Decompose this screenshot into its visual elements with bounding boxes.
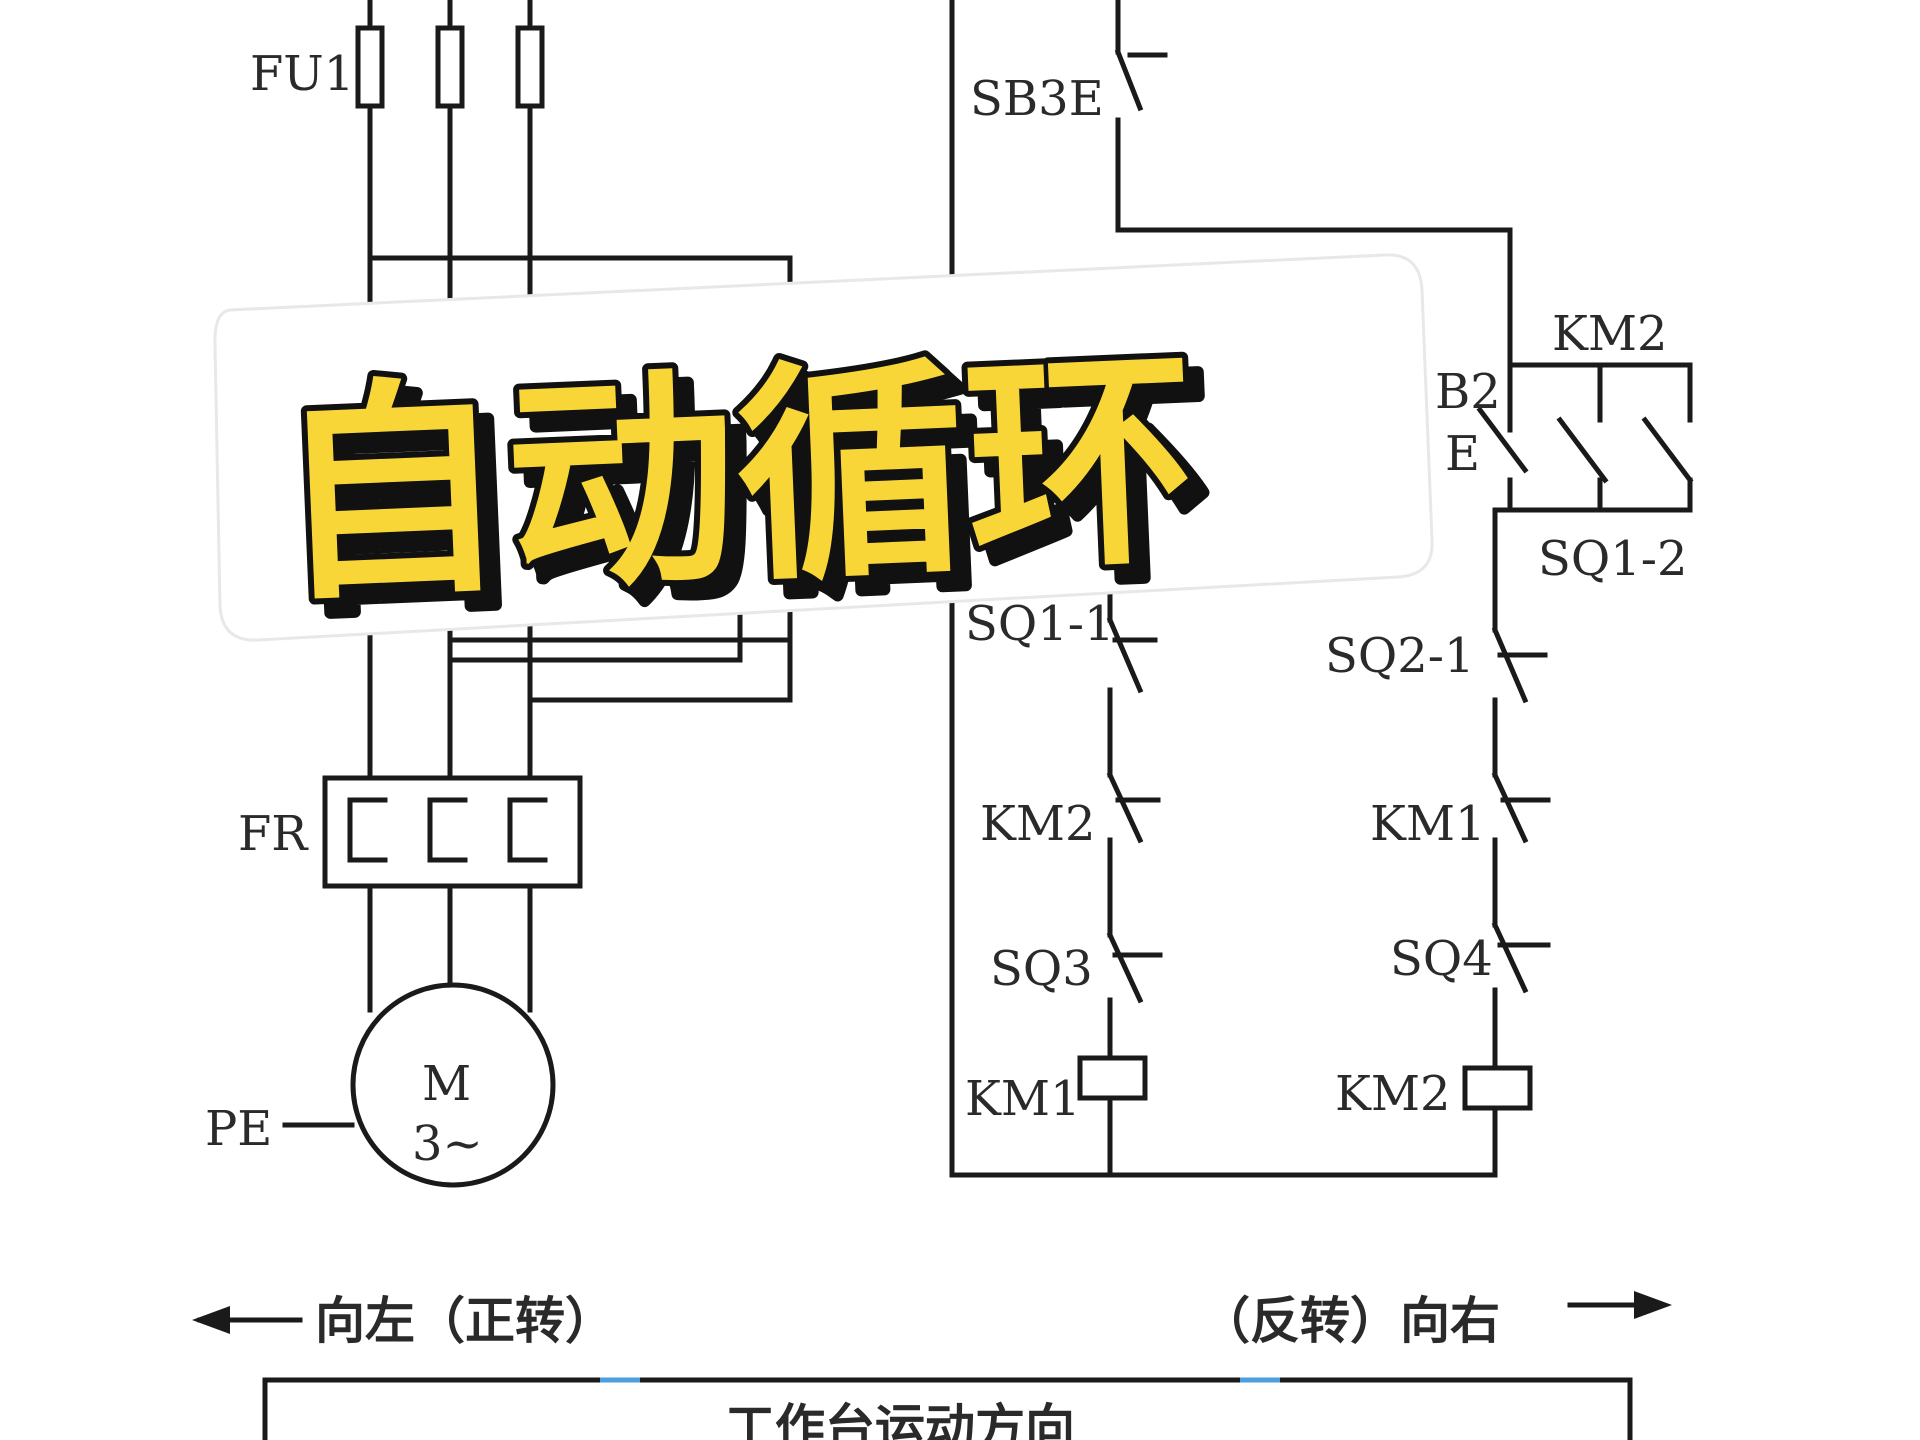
direction-left-label: 向左（正转） xyxy=(315,1292,615,1350)
label-km1-right: KM1 xyxy=(1370,796,1486,852)
label-motor-m: M xyxy=(422,1056,471,1112)
label-km2-left: KM2 xyxy=(980,796,1096,852)
motor xyxy=(350,982,556,1188)
label-sq1-2: SQ1-2 xyxy=(1538,531,1688,587)
label-motor-phase: 3~ xyxy=(412,1116,483,1172)
label-sq3: SQ3 xyxy=(990,941,1093,997)
label-km2-top: KM2 xyxy=(1552,306,1668,362)
component-labels: FU1 SB3E KM2 B2 E SQ1-2 SQ1-1 SQ2-1 KM2 … xyxy=(205,46,1688,1172)
thermal-relay-fr xyxy=(322,775,583,889)
coil-km2 xyxy=(1462,1065,1533,1111)
work-table: 工作台运动方向 xyxy=(262,1377,1633,1440)
main-circuit xyxy=(282,0,793,1188)
label-fr: FR xyxy=(238,806,309,862)
label-km1-coil: KM1 xyxy=(965,1071,1081,1127)
label-b2: B2 xyxy=(1435,364,1501,420)
label-sq2-1: SQ2-1 xyxy=(1325,628,1475,684)
label-sq1-1: SQ1-1 xyxy=(965,596,1115,652)
arrow-left-icon xyxy=(192,1306,230,1334)
title-text: 自动循环 xyxy=(271,327,1201,632)
label-fu1: FU1 xyxy=(250,46,354,102)
fuse-1 xyxy=(355,25,385,109)
label-e: E xyxy=(1445,426,1480,482)
coil-km1 xyxy=(1077,1055,1148,1101)
direction-right-label: （反转）向右 xyxy=(1200,1292,1500,1350)
label-sq4: SQ4 xyxy=(1390,931,1493,987)
fuse-3 xyxy=(515,25,545,109)
title-shadow: 自动循环 xyxy=(287,342,1217,647)
table-caption: 工作台运动方向 xyxy=(725,1399,1075,1440)
label-pe: PE xyxy=(205,1101,272,1157)
arrow-right-icon xyxy=(1634,1291,1672,1319)
label-km2-coil: KM2 xyxy=(1335,1066,1451,1122)
fuse-2 xyxy=(435,25,465,109)
label-sb3e: SB3E xyxy=(970,71,1104,127)
direction-row: 向左（正转） （反转）向右 xyxy=(192,1291,1672,1350)
title-banner: 自动循环 自动循环 xyxy=(213,253,1434,653)
